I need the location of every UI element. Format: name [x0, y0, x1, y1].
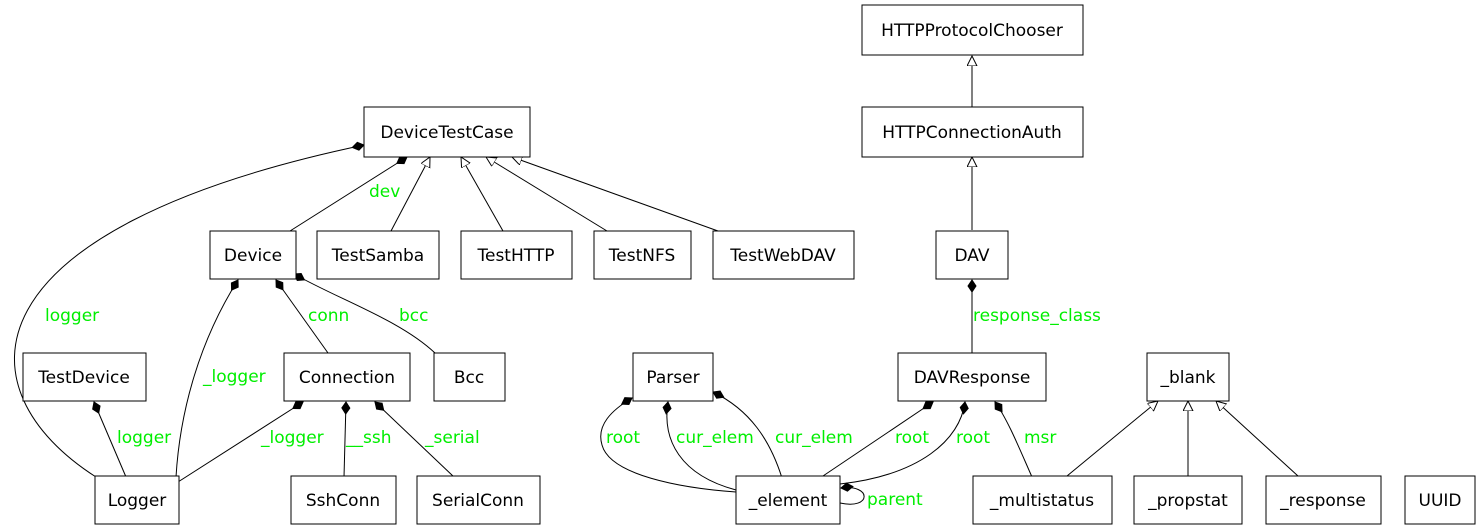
comp-edge-device-devicetestcase — [289, 156, 408, 232]
label-logger-device: _logger — [202, 367, 266, 387]
class-parser[interactable]: Parser — [632, 352, 714, 402]
class-name: _multistatus — [989, 491, 1094, 511]
comp-edge-bcc-device — [293, 272, 436, 354]
inherit-edge-testhttp-devicetestcase — [461, 157, 504, 232]
class-name: HTTPProtocolChooser — [881, 21, 1063, 41]
comp-edge-logger-testdevice — [92, 401, 127, 478]
label-root-parser: root — [606, 428, 640, 448]
class-name: HTTPConnectionAuth — [882, 123, 1062, 143]
class-dav[interactable]: DAV — [935, 230, 1009, 280]
class-name: Logger — [108, 491, 167, 511]
label-serial: _serial — [424, 428, 480, 448]
label-bcc: bcc — [399, 306, 428, 326]
class-testwebdav[interactable]: TestWebDAV — [712, 230, 855, 280]
class-name: TestHTTP — [477, 246, 555, 266]
class-name: TestDevice — [37, 368, 130, 388]
label-ssh: __ssh — [345, 428, 392, 448]
class-propstat[interactable]: _propstat — [1133, 475, 1243, 525]
class-name: DAV — [955, 246, 990, 266]
comp-edge-serialconn-connection — [374, 401, 455, 478]
label-cur-elem-1: cur_elem — [676, 428, 754, 448]
class-name: UUID — [1419, 491, 1462, 511]
class-name: SshConn — [306, 491, 380, 511]
label-msr: msr — [1024, 428, 1056, 448]
class-davresponse[interactable]: DAVResponse — [897, 352, 1047, 402]
class-uuid[interactable]: UUID — [1404, 475, 1476, 525]
comp-edge-logger-connection — [177, 401, 304, 483]
label-root-davresponse-1: root — [895, 428, 929, 448]
class-bcc[interactable]: Bcc — [433, 352, 506, 402]
class-name: Parser — [646, 368, 699, 388]
class-httpconnectionauth[interactable]: HTTPConnectionAuth — [861, 106, 1084, 158]
inherit-edge-response-blank — [1216, 401, 1299, 477]
class-sshconn[interactable]: SshConn — [290, 475, 397, 525]
comp-edge-element-parser-curelem-1 — [662, 401, 737, 491]
class-devicetestcase[interactable]: DeviceTestCase — [363, 106, 531, 158]
class-multistatus[interactable]: _multistatus — [972, 475, 1113, 525]
comp-edge-connection-device — [275, 279, 329, 354]
inherit-edge-testwebdav-devicetestcase — [512, 157, 719, 232]
label-logger-devicetestcase: logger — [45, 306, 99, 326]
label-conn: conn — [308, 306, 349, 326]
comp-edge-element-parser-root — [600, 397, 737, 493]
comp-edge-element-parser-curelem-2 — [712, 390, 783, 479]
label-parent: parent — [867, 490, 923, 510]
label-cur-elem-2: cur_elem — [775, 428, 853, 448]
comp-edge-element-self-parent — [839, 482, 865, 505]
label-logger-connection: _logger — [260, 428, 324, 448]
class-name: Bcc — [454, 368, 484, 388]
label-response-class: response_class — [973, 306, 1101, 326]
class-testnfs[interactable]: TestNFS — [593, 230, 692, 280]
comp-edge-sshconn-connection — [341, 401, 351, 478]
class-response[interactable]: _response — [1265, 475, 1382, 525]
class-name: SerialConn — [432, 491, 524, 511]
class-name: Connection — [299, 368, 395, 388]
class-name: TestNFS — [608, 246, 675, 266]
class-connection[interactable]: Connection — [283, 352, 411, 402]
class-httpprotocolchooser[interactable]: HTTPProtocolChooser — [861, 4, 1084, 56]
class-name: DAVResponse — [914, 368, 1031, 388]
comp-edge-element-davresponse-root-1 — [819, 401, 934, 479]
comp-edge-logger-devicetestcase — [14, 141, 365, 478]
inherit-edge-testnfs-devicetestcase — [486, 157, 608, 232]
class-name: _element — [748, 491, 828, 511]
comp-edge-multistatus-davresponse — [994, 401, 1033, 478]
class-name: _propstat — [1147, 491, 1228, 511]
class-name: _response — [1279, 491, 1366, 511]
class-name: TestSamba — [331, 246, 424, 266]
comp-edge-element-davresponse-root-2 — [839, 401, 969, 485]
class-element[interactable]: _element — [735, 475, 841, 525]
class-name: Device — [224, 246, 282, 266]
class-name: DeviceTestCase — [380, 123, 513, 143]
inherit-edge-testsamba-devicetestcase — [390, 157, 430, 232]
class-device[interactable]: Device — [209, 230, 297, 280]
class-name: TestWebDAV — [729, 246, 836, 266]
class-name: _blank — [1159, 368, 1215, 388]
inherit-edge-multistatus-blank — [1066, 401, 1158, 477]
class-testsamba[interactable]: TestSamba — [316, 230, 440, 280]
class-logger[interactable]: Logger — [94, 475, 180, 525]
label-logger-testdevice: logger — [117, 428, 171, 448]
class-blank[interactable]: _blank — [1146, 352, 1230, 402]
class-testdevice[interactable]: TestDevice — [22, 352, 147, 402]
label-root-davresponse-2: root — [956, 428, 990, 448]
class-serialconn[interactable]: SerialConn — [416, 475, 541, 525]
label-dev: dev — [369, 182, 400, 202]
class-testhttp[interactable]: TestHTTP — [460, 230, 573, 280]
comp-edge-logger-device — [175, 279, 239, 478]
